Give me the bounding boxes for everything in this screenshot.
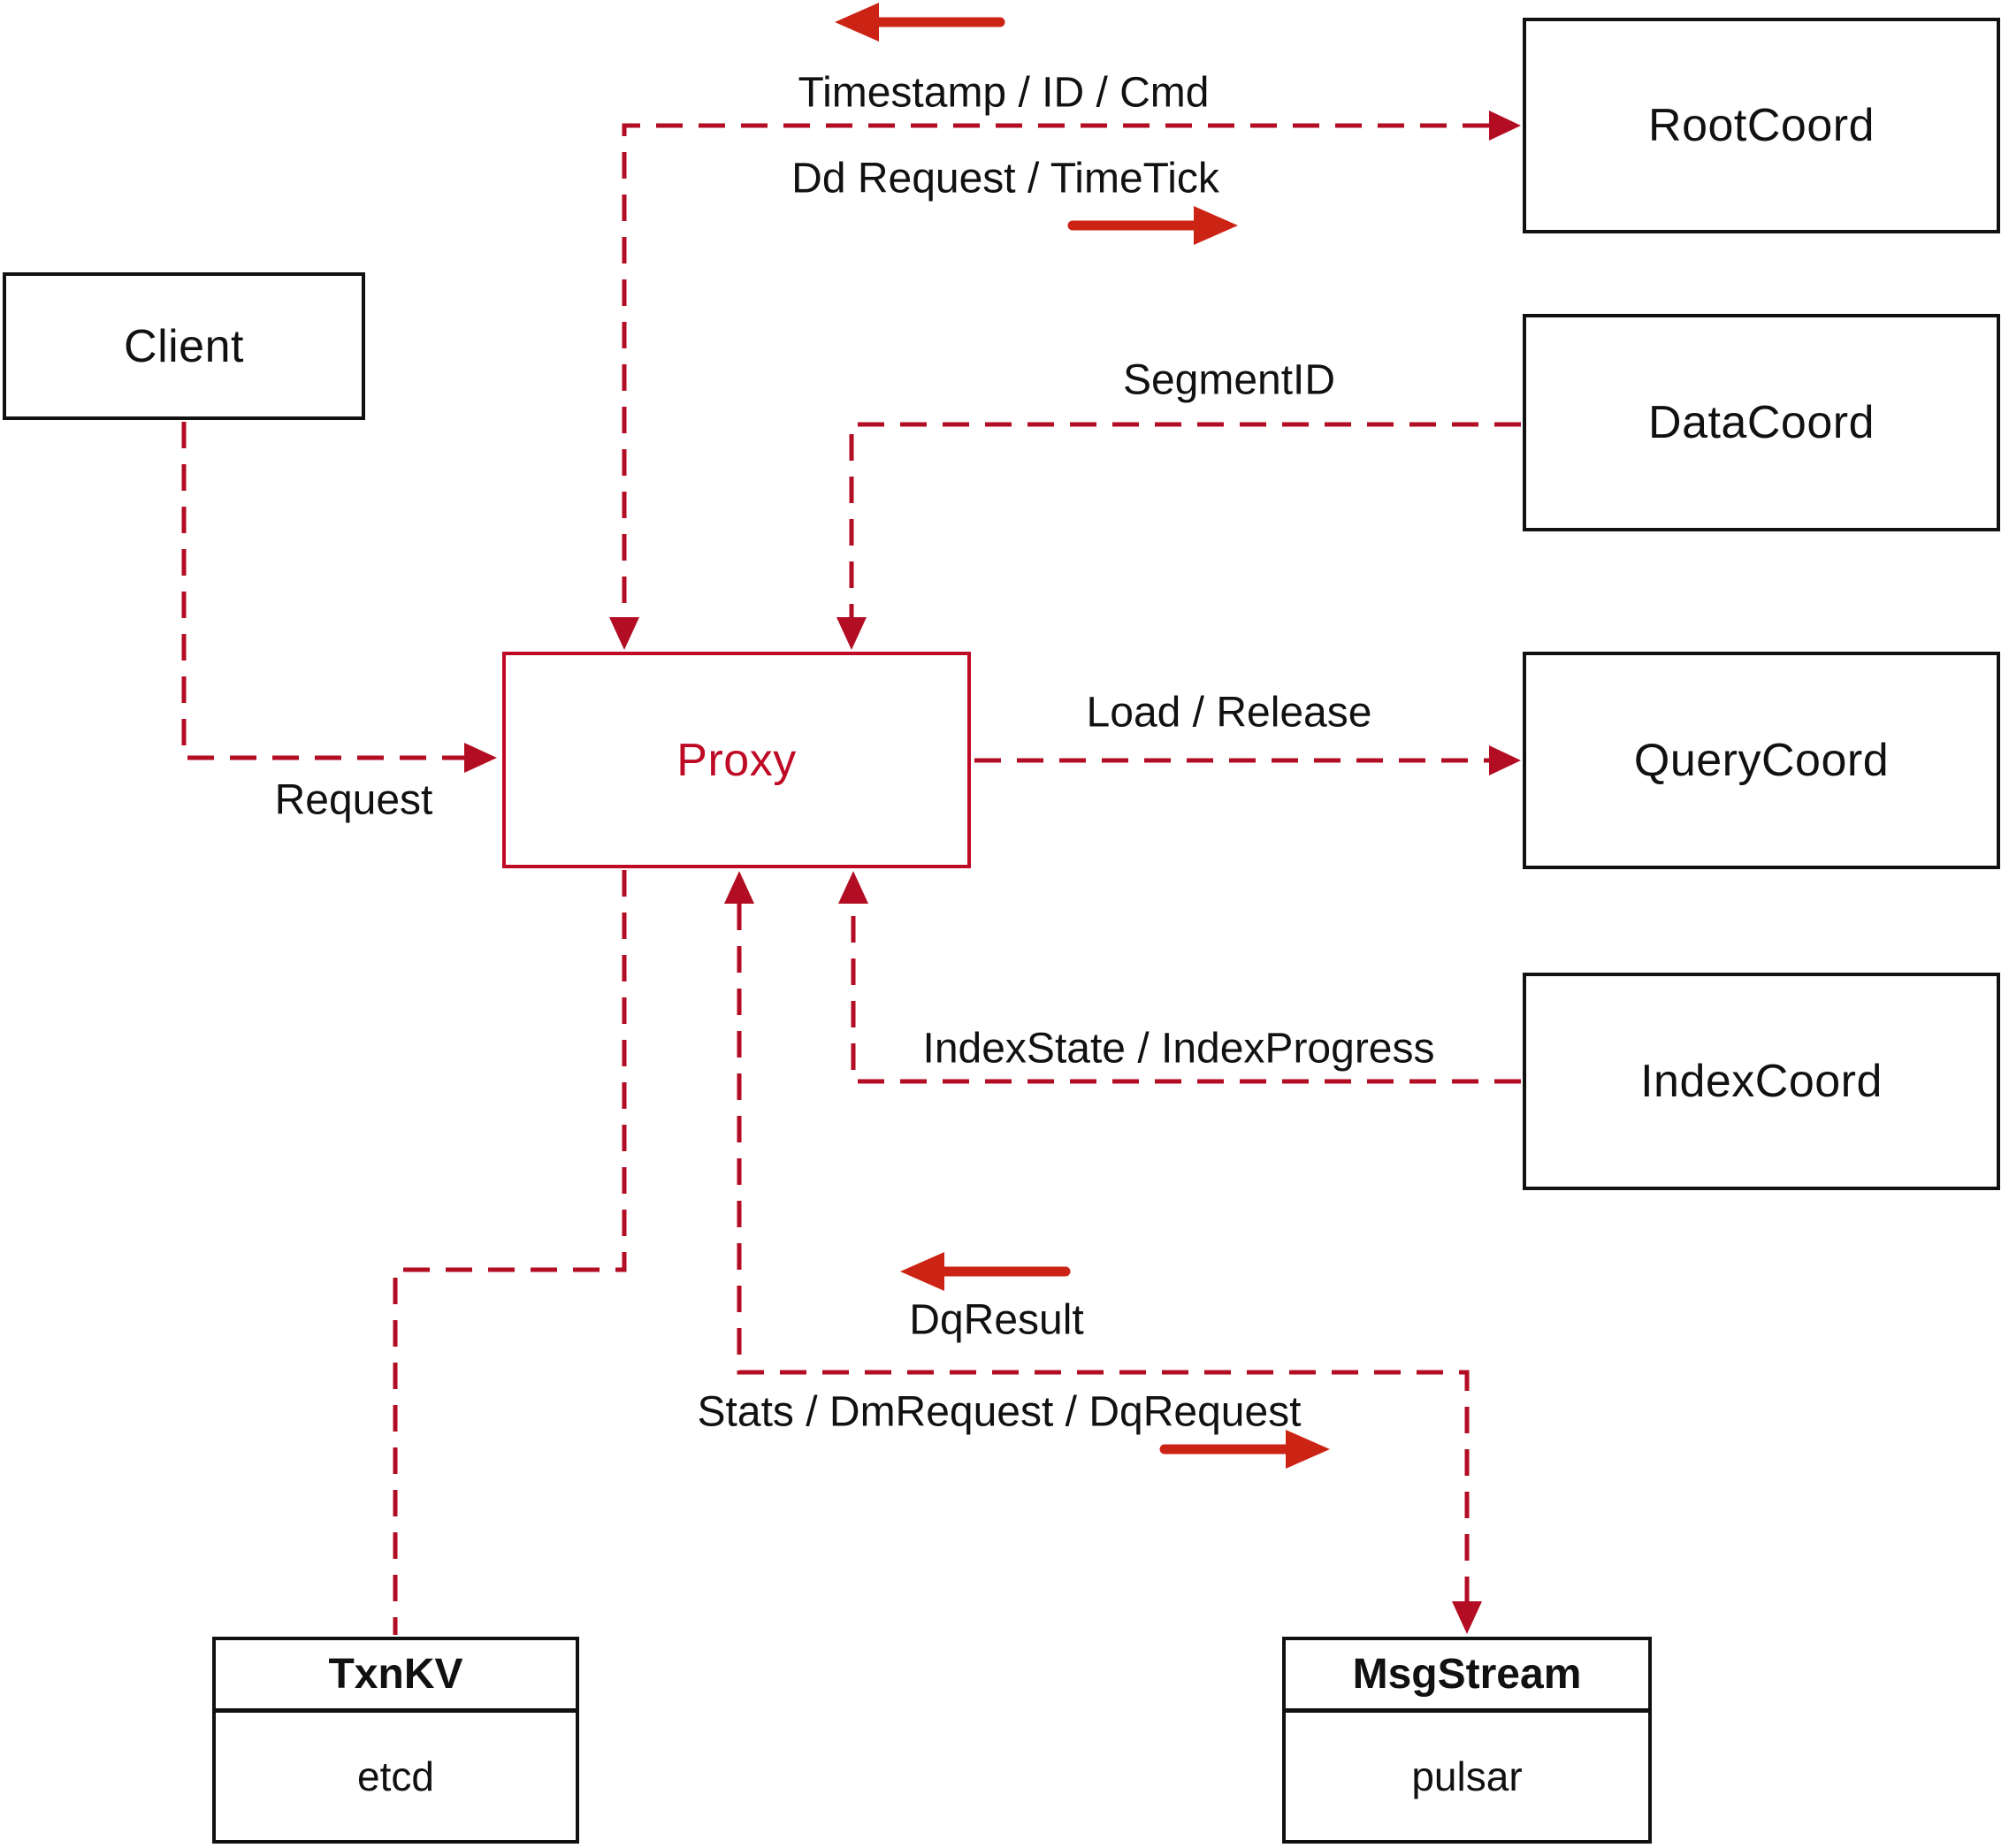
edge-proxy-msgstream [737, 904, 1470, 1601]
edge-label-dqresult: DqResult [909, 1296, 1084, 1344]
node-proxy-label: Proxy [676, 734, 797, 786]
node-querycoord-label: QueryCoord [1633, 735, 1890, 786]
arrowhead-msgstream-into-proxy [724, 871, 754, 904]
node-indexcoord: IndexCoord [1523, 973, 2000, 1190]
node-client: Client [3, 272, 365, 420]
node-msgstream: MsgStream pulsar [1282, 1637, 1652, 1844]
node-txnkv-title: TxnKV [216, 1640, 576, 1713]
node-datacoord-label: DataCoord [1648, 397, 1875, 448]
edge-label-timestamp-id-cmd: Timestamp / ID / Cmd [798, 69, 1210, 117]
edge-label-dd-request-timetick: Dd Request / TimeTick [791, 155, 1219, 202]
edge-proxy-txnkv [393, 870, 627, 1635]
edge-label-stats-dmrequest-dqrequest: Stats / DmRequest / DqRequest [697, 1388, 1302, 1436]
arrowhead-into-rootcoord [1489, 111, 1521, 141]
node-msgstream-subtitle: pulsar [1411, 1753, 1523, 1799]
arrowhead-into-proxy-left [464, 743, 497, 773]
node-querycoord: QueryCoord [1523, 652, 2000, 869]
arrowhead-indexcoord-into-proxy [838, 871, 868, 904]
flow-arrow-dqresult-left [900, 1252, 1071, 1291]
node-txnkv: TxnKV etcd [212, 1637, 579, 1844]
node-datacoord: DataCoord [1523, 314, 2000, 531]
node-rootcoord: RootCoord [1523, 18, 2000, 233]
flow-arrow-stats-right [1159, 1430, 1330, 1469]
arrowhead-datacoord-into-proxy [836, 617, 867, 650]
node-proxy: Proxy [502, 652, 971, 868]
arrowhead-into-querycoord [1489, 745, 1521, 775]
arrowhead-rootcoord-into-proxy [609, 617, 639, 650]
edge-indexcoord-proxy [851, 904, 1521, 1084]
edge-datacoord-proxy [849, 422, 1521, 617]
flow-arrow-timestamp-left [835, 3, 1005, 42]
edge-label-segmentid: SegmentID [1122, 356, 1336, 404]
node-rootcoord-label: RootCoord [1648, 100, 1875, 151]
arrowhead-into-msgstream [1452, 1601, 1482, 1634]
edge-client-proxy [181, 422, 464, 760]
edge-label-indexstate-indexprogress: IndexState / IndexProgress [922, 1025, 1435, 1073]
edge-proxy-rootcoord [622, 123, 1489, 617]
node-msgstream-title: MsgStream [1286, 1640, 1648, 1713]
edge-label-load-release: Load / Release [1086, 689, 1372, 737]
node-txnkv-subtitle: etcd [357, 1753, 434, 1799]
flow-arrow-ddrequest-right [1067, 206, 1238, 245]
node-indexcoord-label: IndexCoord [1640, 1056, 1883, 1107]
node-client-label: Client [124, 320, 244, 372]
edge-label-request: Request [274, 776, 433, 824]
